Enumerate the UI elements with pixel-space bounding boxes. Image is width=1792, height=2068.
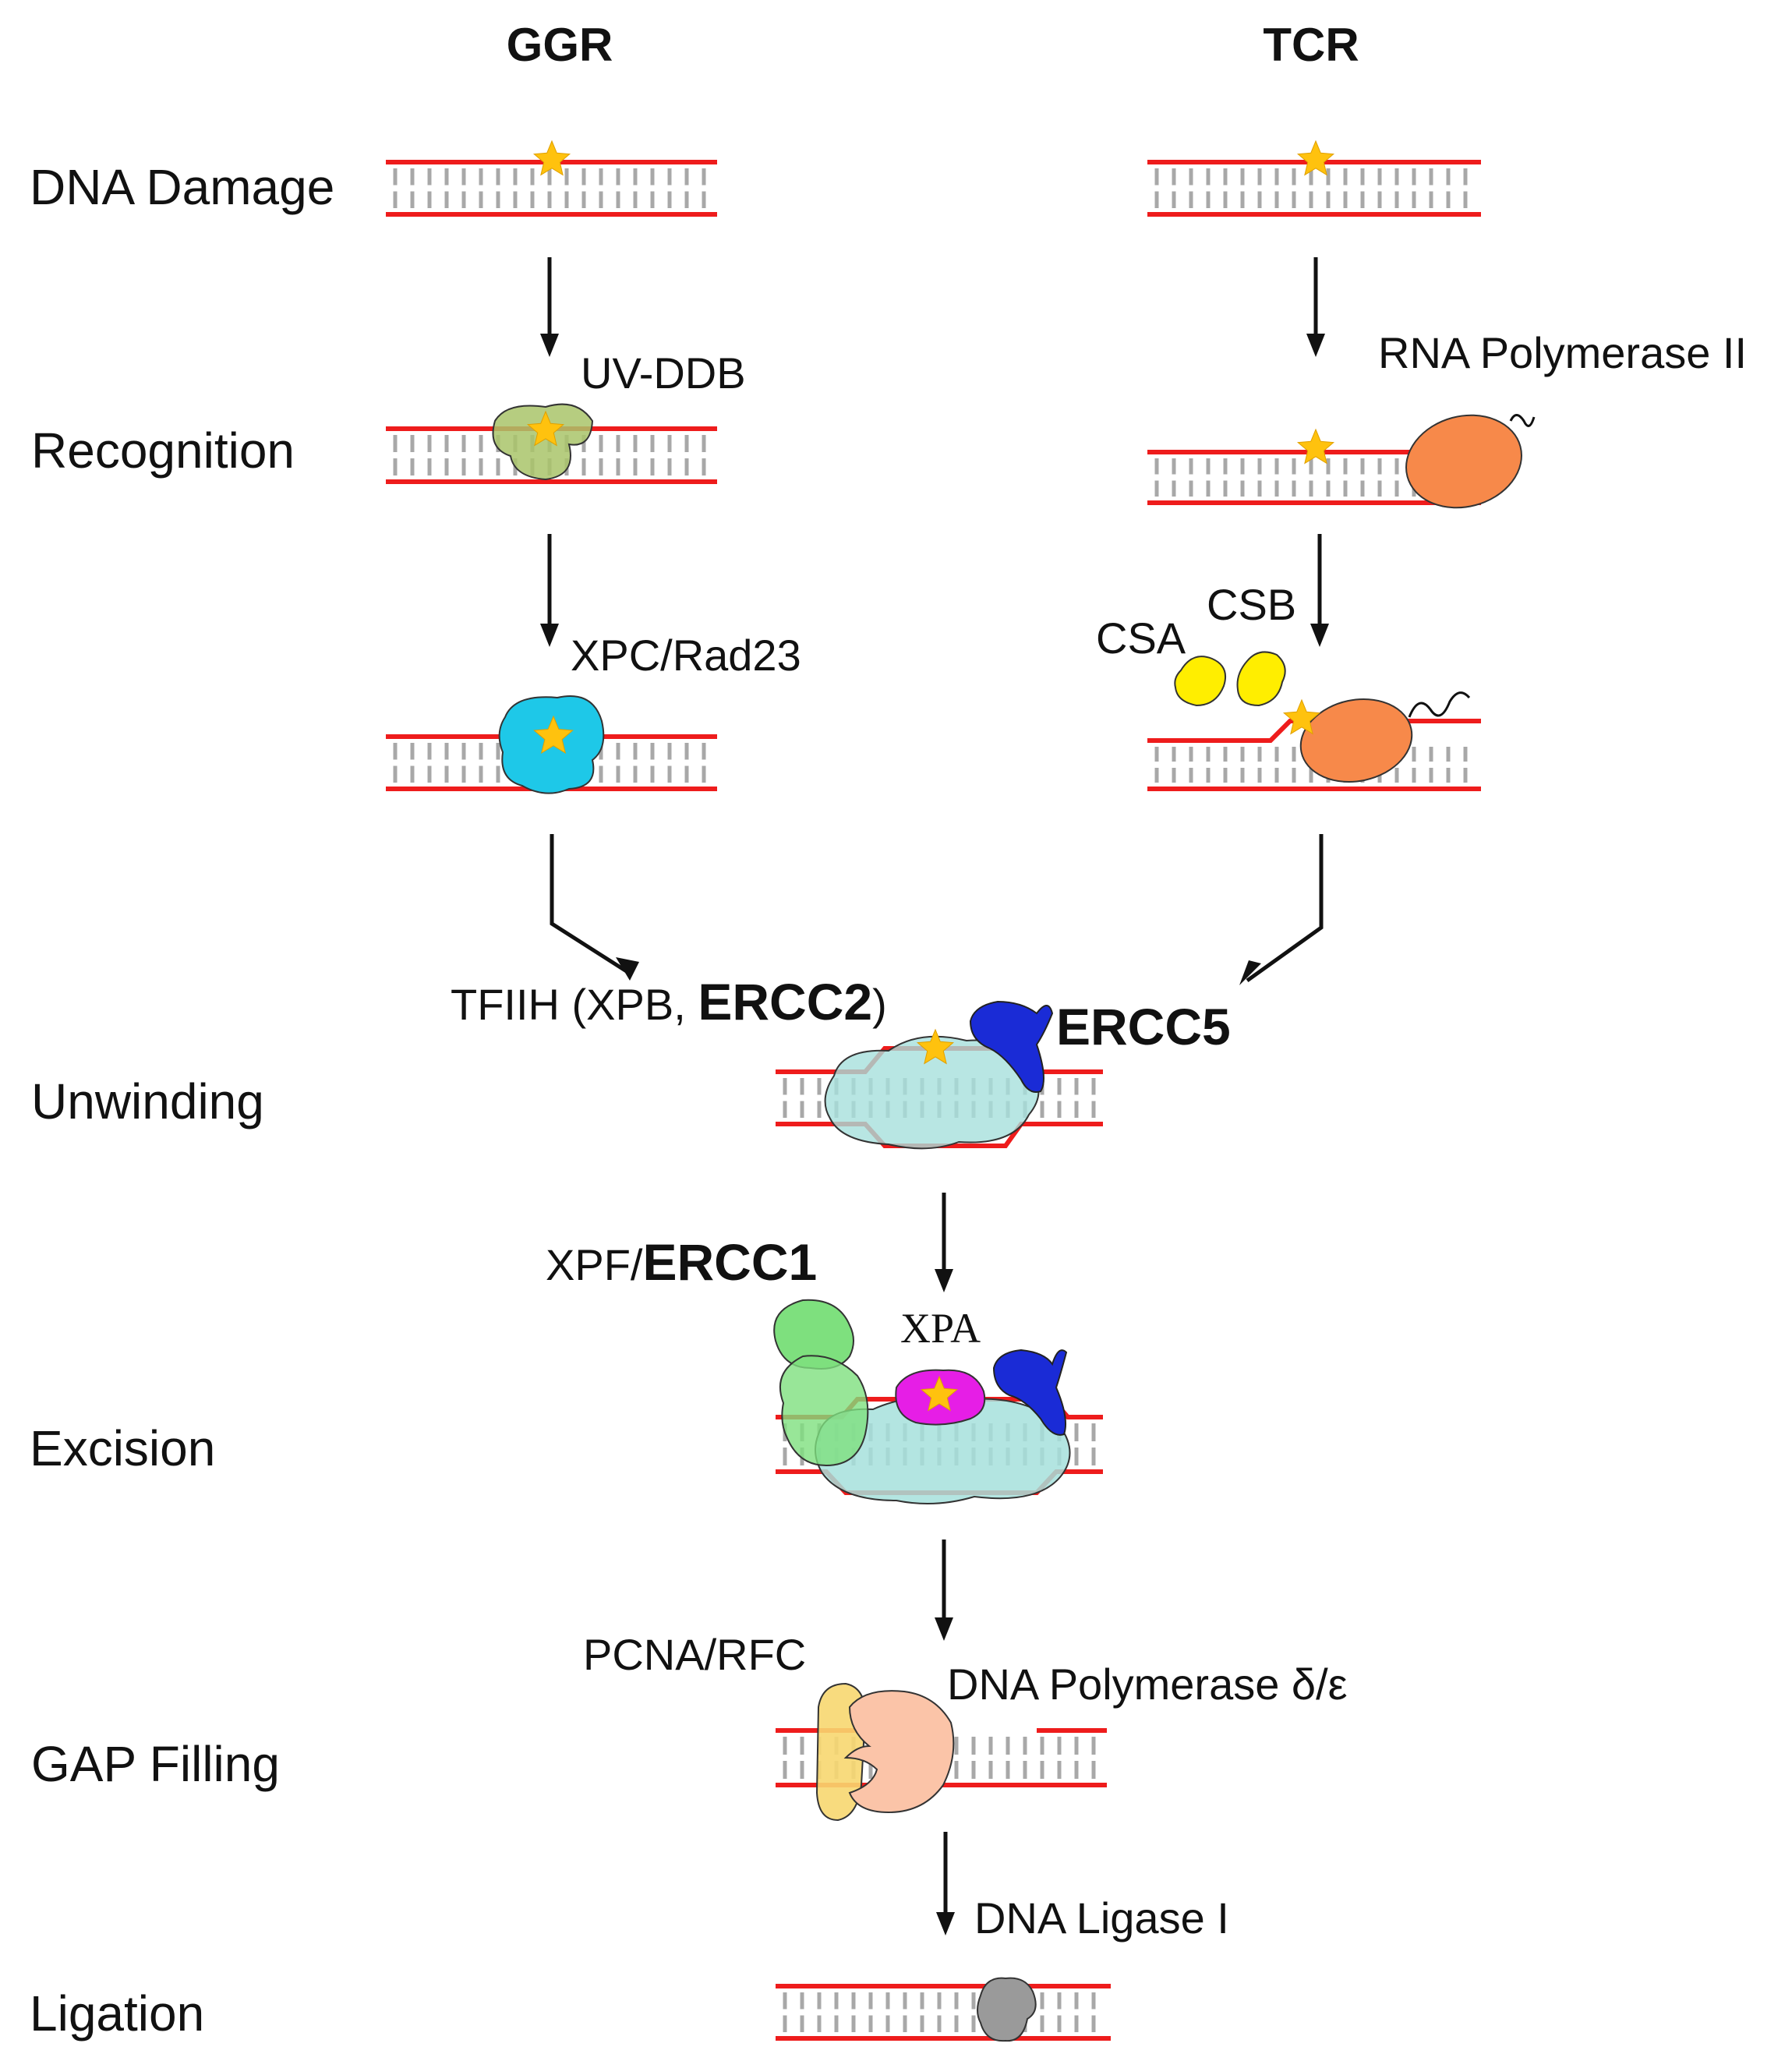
damage-star-ggr-2: [526, 410, 565, 447]
label-xpa: XPA: [900, 1305, 981, 1352]
label-xpc-rad23: XPC/Rad23: [571, 631, 801, 680]
ercc5-protein-unwinding: [969, 1000, 1054, 1093]
damage-star-excision: [920, 1375, 959, 1412]
arrow-ggr-merge: [550, 834, 633, 977]
tcr-header: TCR: [1263, 19, 1359, 71]
stage-label-recognition: Recognition: [31, 422, 295, 479]
label-ercc5: ERCC5: [1056, 998, 1231, 1055]
label-csa: CSA: [1096, 613, 1186, 663]
arrowhead-gap-ligation: [936, 1912, 955, 1935]
label-xpf-ercc1: XPF/ERCC1: [546, 1233, 817, 1291]
damage-star-unwinding: [916, 1028, 955, 1065]
stage-label-unwinding: Unwinding: [31, 1073, 264, 1129]
arrowhead-tcr-2: [1310, 624, 1329, 647]
label-tfiih: TFIIH (XPB, ERCC2): [451, 973, 887, 1030]
arrowhead-ggr-merge: [616, 957, 639, 981]
csb-protein: [1236, 651, 1286, 707]
damage-star-tcr-3: [1282, 698, 1321, 735]
arrowhead-ggr-1: [540, 334, 559, 357]
damage-stars: [526, 140, 1335, 1412]
label-ercc2: ERCC2: [698, 973, 872, 1030]
stage-label-dna-damage: DNA Damage: [30, 159, 334, 215]
rna-transcript-recognition: [1509, 414, 1536, 427]
arrow-tcr-merge: [1246, 834, 1324, 983]
dna-ligase-protein: [977, 1977, 1037, 2042]
label-rna-pol-ii: RNA Polymerase II: [1378, 328, 1747, 377]
uv-ddb-protein: [492, 403, 594, 481]
damage-star-ggr-3: [533, 715, 574, 755]
pathway-arrows: [540, 257, 1329, 1935]
arrowhead-ggr-2: [540, 624, 559, 647]
tfiih-protein: [824, 1035, 1040, 1150]
label-ercc1: ERCC1: [642, 1233, 817, 1291]
damage-star-tcr-2: [1296, 428, 1335, 465]
damage-star-ggr-1: [532, 140, 571, 176]
arrowhead-excise-gap: [935, 1617, 953, 1641]
arrowhead-tcr-merge: [1239, 960, 1261, 985]
dna-duplex-ggr-damage: [386, 160, 717, 217]
rna-transcript-stalled: [1408, 691, 1471, 718]
arrowhead-tcr-1: [1306, 334, 1325, 357]
dna-duplex-ligation: [776, 1984, 1111, 2041]
arrowhead-unwind-excise: [935, 1269, 953, 1292]
label-uv-ddb: UV-DDB: [581, 348, 746, 398]
ggr-header: GGR: [507, 19, 613, 71]
label-pcna-rfc: PCNA/RFC: [583, 1630, 806, 1679]
rna-pol-ii-protein-stalled: [1299, 698, 1413, 783]
stage-label-gap-filling: GAP Filling: [31, 1736, 280, 1792]
stage-label-excision: Excision: [30, 1420, 215, 1476]
damage-star-tcr-1: [1296, 140, 1335, 176]
label-csb: CSB: [1207, 580, 1296, 629]
stage-label-ligation: Ligation: [30, 1985, 204, 2041]
label-dna-ligase: DNA Ligase I: [974, 1893, 1229, 1943]
ercc5-protein-excision: [992, 1349, 1068, 1436]
rna-pol-ii-protein-recognition: [1405, 414, 1522, 509]
dna-duplex-tcr-damage: [1147, 160, 1481, 217]
csa-protein: [1174, 656, 1227, 707]
label-dna-polymerase: DNA Polymerase δ/ε: [947, 1660, 1348, 1709]
dna-polymerase-protein: [843, 1690, 955, 1814]
ercc1-protein: [779, 1355, 869, 1467]
